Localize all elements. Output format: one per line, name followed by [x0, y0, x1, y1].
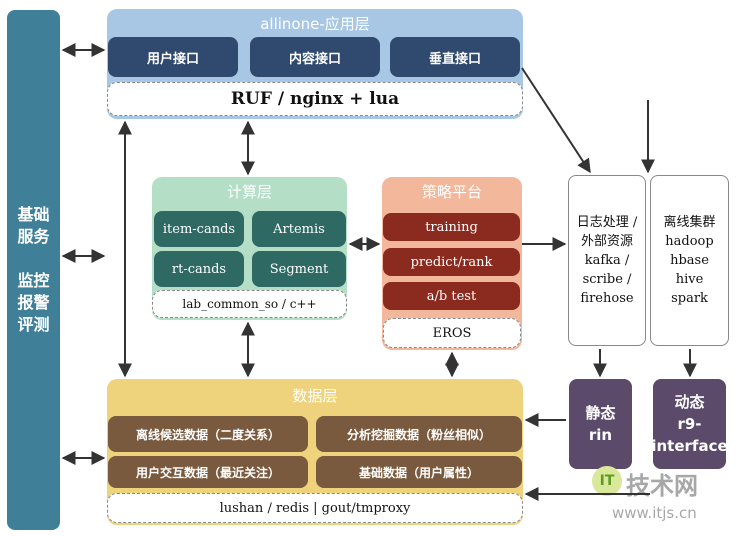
- offline-candidate-data-button[interactable]: 离线候选数据（二度关系）: [108, 416, 308, 452]
- dynamic-cache-box: 动态 r9- interface: [651, 379, 728, 469]
- log-processing-box: 日志处理 / 外部资源 kafka / scribe / firehose: [568, 175, 646, 346]
- monitoring-label: 监控 报警 评测: [17, 271, 50, 334]
- offline-cluster-box: 离线集群 hadoop hbase hive spark: [650, 175, 729, 346]
- watermark-logo-icon: IT: [592, 466, 622, 496]
- basic-data-button[interactable]: 基础数据（用户属性）: [316, 456, 522, 488]
- user-interaction-data-button[interactable]: 用户交互数据（最近关注）: [108, 456, 308, 488]
- artemis-button[interactable]: Artemis: [252, 211, 346, 247]
- app-layer-base: RUF / nginx + lua: [107, 82, 523, 116]
- analysis-mining-data-button[interactable]: 分析挖掘数据（粉丝相似）: [316, 416, 522, 452]
- infrastructure-side-bar: 基础 服务 监控 报警 评测: [7, 10, 60, 530]
- item-cands-button[interactable]: item-cands: [154, 211, 244, 247]
- strategy-platform-base: EROS: [383, 318, 521, 348]
- basic-services-label: 基础 服务: [17, 205, 50, 246]
- data-layer-title: 数据层: [292, 387, 338, 405]
- compute-layer-title: 计算层: [226, 183, 272, 201]
- watermark-url: www.itjs.cn: [612, 504, 697, 522]
- ab-test-button[interactable]: a/b test: [383, 282, 520, 310]
- static-cache-box: 静态 rin: [569, 379, 632, 469]
- user-interface-button[interactable]: 用户接口: [108, 37, 238, 77]
- content-interface-button[interactable]: 内容接口: [250, 37, 380, 77]
- training-button[interactable]: training: [383, 213, 520, 241]
- compute-layer-base: lab_common_so / c++: [152, 290, 347, 318]
- app-layer-title: allinone-应用层: [260, 15, 370, 33]
- arrow-app-log: [521, 67, 591, 174]
- watermark-brand: 技术网: [626, 472, 698, 500]
- vertical-interface-button[interactable]: 垂直接口: [390, 37, 520, 77]
- rt-cands-button[interactable]: rt-cands: [154, 251, 244, 287]
- data-layer-base: lushan / redis | gout/tmproxy: [107, 493, 523, 523]
- segment-button[interactable]: Segment: [252, 251, 346, 287]
- strategy-platform-title: 策略平台: [421, 183, 482, 201]
- predict-rank-button[interactable]: predict/rank: [383, 248, 520, 276]
